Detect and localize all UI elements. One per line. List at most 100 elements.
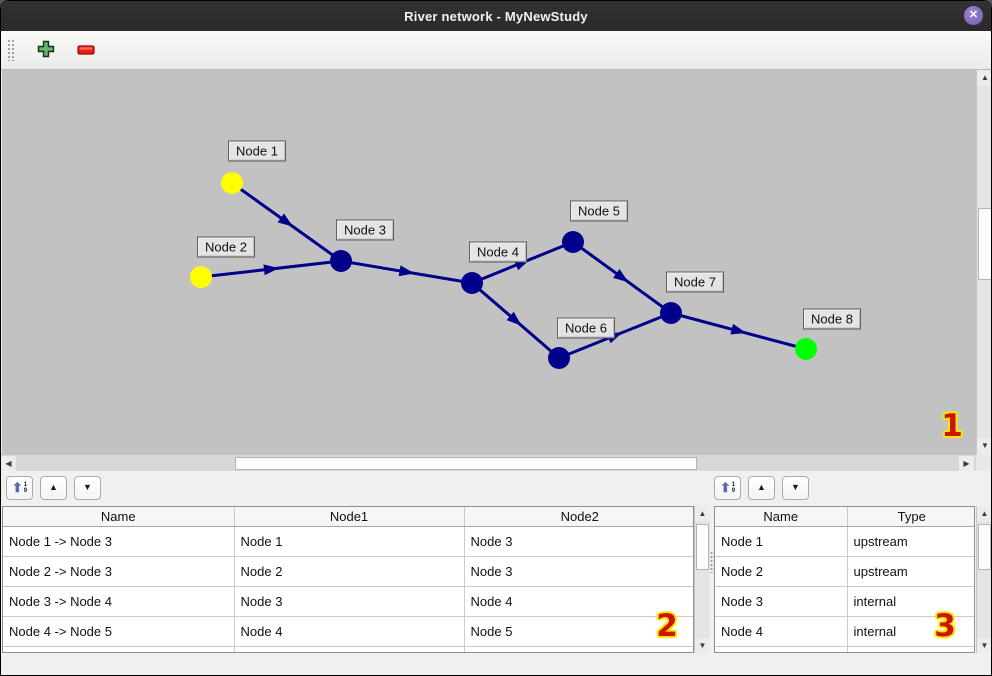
move-reach-down-button[interactable]: ▼ — [74, 475, 101, 500]
table-cell[interactable]: Node 3 -> Node 4 — [3, 586, 235, 617]
scroll-up-button[interactable]: ▲ — [695, 506, 710, 521]
node-label[interactable]: Node 8 — [803, 308, 861, 330]
table-cell[interactable]: Node 4 — [464, 586, 693, 617]
add-node-button[interactable] — [34, 38, 58, 62]
table-cell[interactable]: Node 1 — [234, 526, 465, 557]
close-button[interactable]: ✕ — [964, 6, 983, 25]
node-label[interactable]: Node 4 — [469, 241, 527, 263]
network-node[interactable] — [795, 338, 817, 360]
edge-arrow-icon — [506, 311, 522, 326]
empty-row — [715, 646, 974, 652]
table-cell[interactable]: Node 3 — [234, 586, 465, 617]
triangle-down-icon: ▼ — [791, 482, 800, 492]
edge-arrow-icon — [277, 213, 294, 227]
reaches-table-vscrollbar[interactable]: ▲ ▼ — [694, 506, 710, 653]
move-node-up-button[interactable]: ▲ — [748, 475, 775, 500]
table-cell[interactable]: Node 2 — [715, 556, 848, 587]
canvas-vscroll-thumb[interactable] — [978, 208, 991, 280]
status-strip — [1, 655, 991, 675]
move-node-down-button[interactable]: ▼ — [782, 475, 809, 500]
window-title: River network - MyNewStudy — [404, 8, 588, 24]
table-cell[interactable]: Node 3 — [715, 586, 848, 617]
scroll-up-button[interactable]: ▲ — [977, 506, 991, 521]
table-cell[interactable]: Node 1 — [715, 526, 848, 557]
table-cell[interactable]: upstream — [847, 526, 974, 557]
table-cell[interactable]: Node 4 — [715, 616, 848, 647]
table-splitter[interactable] — [710, 551, 714, 573]
scroll-down-button[interactable]: ▼ — [977, 638, 991, 653]
node-labels: Node 1 Node 2 Node 3 Node 4 Node 5 Node 6 Node… — [2, 70, 976, 454]
close-icon: ✕ — [968, 9, 979, 21]
canvas-hscrollbar[interactable]: ◀ ▶ — [1, 454, 976, 471]
table-cell[interactable]: Node 1 -> Node 3 — [3, 526, 235, 557]
node-label[interactable]: Node 5 — [570, 200, 628, 222]
network-node[interactable] — [660, 302, 682, 324]
column-header[interactable]: Node2 — [464, 507, 693, 527]
scroll-right-button[interactable]: ▶ — [959, 456, 974, 471]
scroll-down-button[interactable]: ▼ — [977, 438, 991, 454]
network-node[interactable] — [461, 272, 483, 294]
minus-icon — [77, 43, 95, 58]
triangle-up-icon: ▲ — [981, 73, 989, 82]
table-cell[interactable]: Node 3 — [464, 556, 693, 587]
column-header[interactable]: Type — [847, 507, 974, 527]
table-cell[interactable]: Node 2 -> Node 3 — [3, 556, 235, 587]
remove-node-button[interactable] — [74, 38, 98, 62]
network-node[interactable] — [548, 347, 570, 369]
table-cell[interactable]: internal — [847, 616, 974, 647]
nodes-table-vscrollbar[interactable]: ▲ ▼ — [976, 506, 991, 653]
network-node[interactable] — [190, 266, 212, 288]
table-cell[interactable]: Node 3 — [464, 526, 693, 557]
edge-arrow-icon — [398, 265, 415, 277]
table-cell[interactable]: internal — [847, 586, 974, 617]
node-label[interactable]: Node 7 — [666, 271, 724, 293]
table-cell[interactable]: Node 2 — [234, 556, 465, 587]
column-header[interactable]: Name — [3, 507, 235, 527]
plus-icon — [37, 40, 55, 61]
nodes-vscroll-thumb[interactable] — [978, 524, 991, 570]
scroll-down-button[interactable]: ▼ — [695, 638, 710, 653]
move-reach-up-button[interactable]: ▲ — [40, 475, 67, 500]
node-label[interactable]: Node 3 — [336, 219, 394, 241]
network-node[interactable] — [330, 250, 352, 272]
empty-row — [3, 646, 693, 652]
triangle-left-icon: ◀ — [5, 458, 12, 468]
titlebar[interactable]: River network - MyNewStudy ✕ — [1, 1, 991, 31]
network-canvas[interactable]: Node 1 Node 2 Node 3 Node 4 Node 5 Node 6 Node… — [2, 70, 976, 454]
table-cell[interactable]: Node 5 — [464, 616, 693, 647]
table-cell[interactable]: upstream — [847, 556, 974, 587]
node-label[interactable]: Node 2 — [197, 236, 255, 258]
canvas-vscrollbar[interactable]: ▲ ▼ — [976, 70, 991, 454]
table-cell[interactable]: Node 4 — [234, 616, 465, 647]
table-cell[interactable]: Node 4 -> Node 5 — [3, 616, 235, 647]
toolbar — [1, 31, 991, 70]
scroll-left-button[interactable]: ◀ — [1, 456, 16, 471]
toolbar-grip[interactable] — [7, 39, 14, 61]
column-header[interactable]: Node1 — [234, 507, 465, 527]
triangle-down-icon: ▼ — [980, 640, 989, 650]
node-label[interactable]: Node 1 — [228, 140, 286, 162]
node-label[interactable]: Node 6 — [557, 317, 615, 339]
canvas-hscroll-thumb[interactable] — [235, 457, 697, 470]
scroll-up-button[interactable]: ▲ — [977, 70, 991, 86]
column-header[interactable]: Name — [715, 507, 848, 527]
reaches-vscroll-thumb[interactable] — [696, 524, 709, 570]
network-node[interactable] — [562, 231, 584, 253]
network-node[interactable] — [221, 172, 243, 194]
